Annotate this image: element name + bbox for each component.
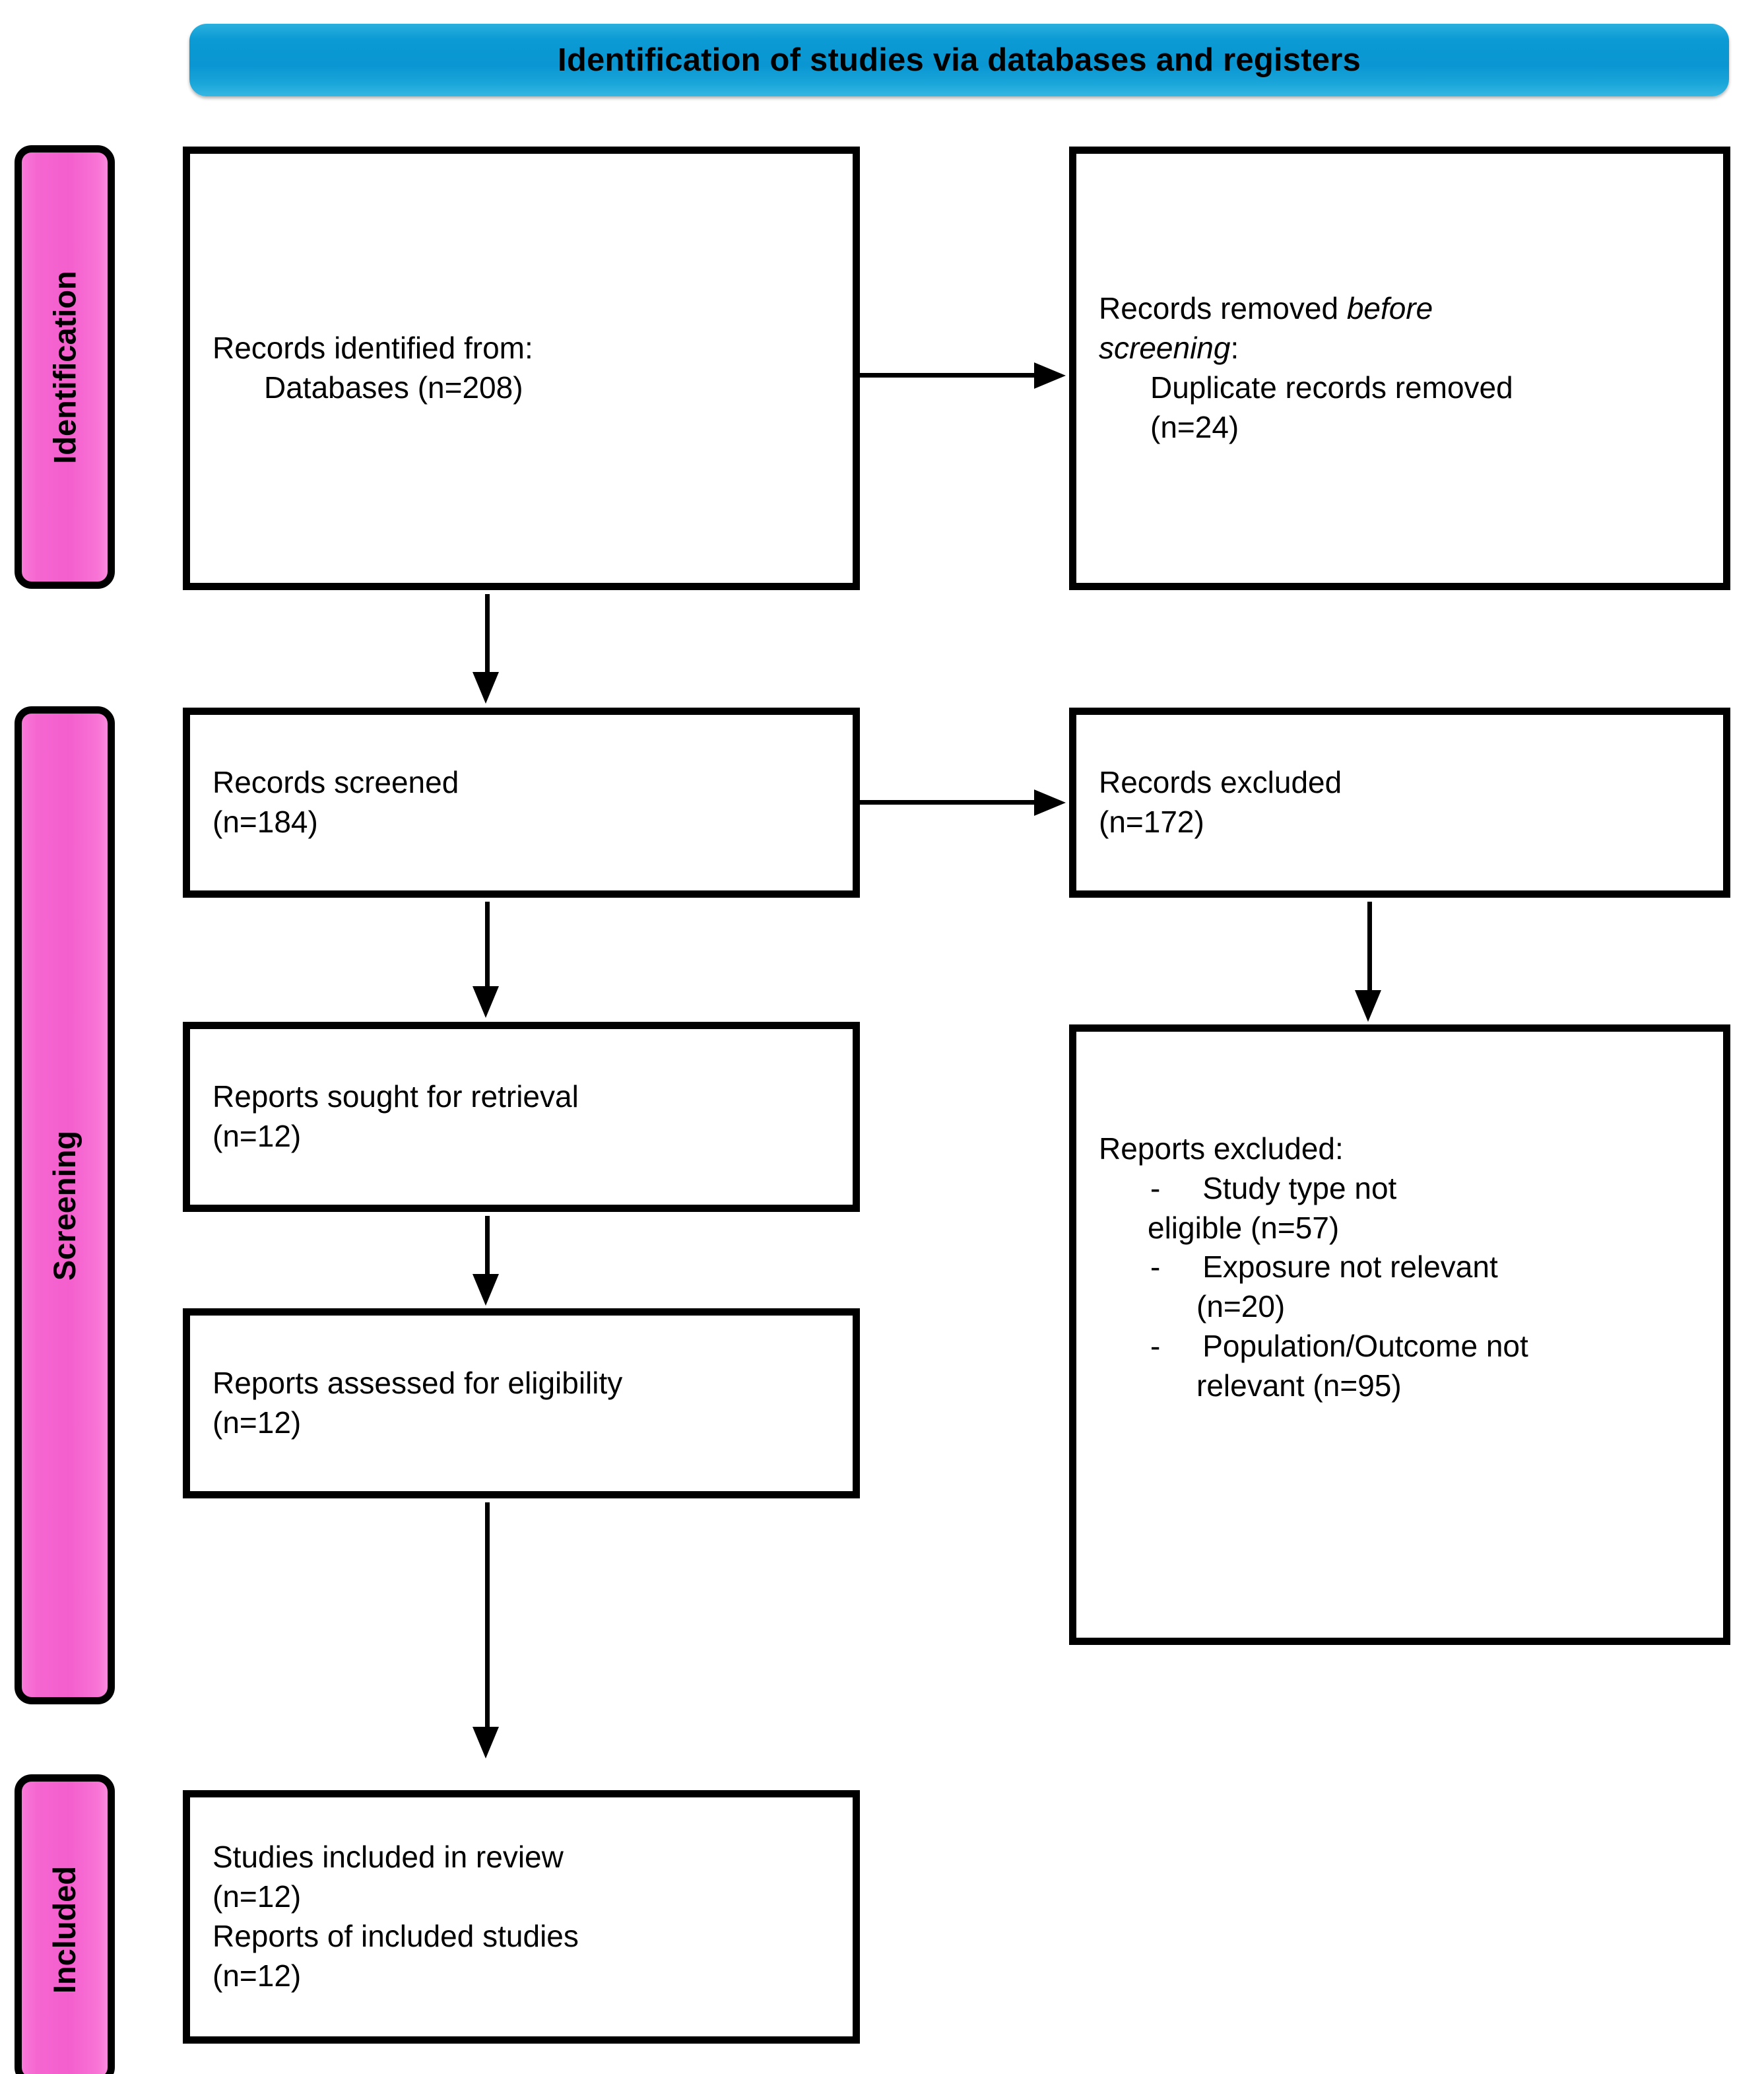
reports-sought-line1: Reports sought for retrieval	[212, 1079, 579, 1114]
reports-excluded-item3-cont: relevant (n=95)	[1196, 1368, 1402, 1403]
connector-identified-to-screened-arrow	[473, 672, 499, 704]
stage-label-included: Included	[15, 1774, 115, 2074]
box-reports-sought: Reports sought for retrieval (n=12)	[183, 1022, 860, 1212]
diagram-header-banner: Identification of studies via databases …	[189, 24, 1729, 96]
records-screened-line1: Records screened	[212, 765, 459, 800]
connector-screened-to-sought-line	[485, 902, 490, 989]
reports-excluded-item1-cont: eligible (n=57)	[1148, 1210, 1340, 1245]
connector-screened-to-sought-arrow	[473, 986, 499, 1018]
records-identified-line2: Databases (n=208)	[264, 370, 523, 405]
connector-sought-to-assessed-line	[485, 1216, 490, 1277]
reports-excluded-item2-text: Exposure not relevant	[1202, 1250, 1498, 1285]
records-removed-before-italic: before	[1346, 291, 1433, 326]
box-reports-excluded: Reports excluded: - Study type not eligi…	[1069, 1024, 1730, 1645]
stage-label-identification: Identification	[15, 145, 115, 589]
reports-excluded-item2-bullet: -	[1150, 1250, 1161, 1285]
studies-included-line3: Reports of included studies	[212, 1919, 579, 1953]
connector-identified-to-screened-line	[485, 594, 490, 675]
box-reports-assessed: Reports assessed for eligibility (n=12)	[183, 1308, 860, 1498]
stage-label-included-text: Included	[47, 1865, 82, 1993]
reports-excluded-item3-bullet: -	[1150, 1328, 1161, 1363]
reports-excluded-item3: - Population/Outcome not	[1099, 1327, 1701, 1366]
connector-assessed-to-included-line	[485, 1502, 490, 1729]
connector-screened-to-excluded-line	[860, 800, 1035, 805]
reports-assessed-line2: (n=12)	[212, 1405, 302, 1440]
box-studies-included: Studies included in review (n=12) Report…	[183, 1790, 860, 2044]
reports-excluded-item1-text: Study type not	[1202, 1170, 1397, 1205]
connector-sought-to-assessed-arrow	[473, 1274, 499, 1306]
records-identified-line1: Records identified from:	[212, 331, 533, 366]
connector-assessed-to-included-arrow	[473, 1727, 499, 1758]
records-removed-line1: Records removed before	[1099, 289, 1701, 329]
diagram-title: Identification of studies via databases …	[558, 42, 1361, 78]
connector-identified-to-removed-arrow	[1034, 362, 1066, 389]
records-removed-screening-italic: screening	[1099, 331, 1231, 366]
stage-label-screening-text: Screening	[47, 1130, 82, 1281]
connector-screened-to-excluded-arrow	[1034, 789, 1066, 816]
stage-label-screening: Screening	[15, 706, 115, 1704]
records-excluded-line2: (n=172)	[1099, 805, 1204, 839]
reports-excluded-item2-cont: (n=20)	[1196, 1289, 1286, 1324]
records-excluded-line1: Records excluded	[1099, 765, 1342, 800]
records-removed-line1-text: Records removed	[1099, 291, 1347, 326]
reports-excluded-item3-text: Population/Outcome not	[1202, 1328, 1528, 1363]
box-records-identified: Records identified from: Databases (n=20…	[183, 147, 860, 590]
records-removed-line3: Duplicate records removed	[1150, 370, 1513, 405]
studies-included-line1: Studies included in review	[212, 1840, 564, 1875]
studies-included-line2: (n=12)	[212, 1879, 302, 1914]
stage-label-identification-text: Identification	[47, 270, 82, 464]
reports-sought-line2: (n=12)	[212, 1119, 302, 1153]
records-removed-line2: screening:	[1099, 329, 1701, 368]
reports-excluded-item2: - Exposure not relevant	[1099, 1248, 1701, 1287]
box-records-screened: Records screened (n=184)	[183, 708, 860, 898]
box-records-excluded: Records excluded (n=172)	[1069, 708, 1730, 898]
reports-assessed-line1: Reports assessed for eligibility	[212, 1366, 623, 1401]
connector-excluded-to-reports-excluded-line	[1367, 902, 1372, 993]
reports-excluded-item1: - Study type not	[1099, 1169, 1701, 1209]
reports-excluded-item1-bullet: -	[1150, 1170, 1161, 1205]
records-removed-colon: :	[1230, 331, 1239, 366]
connector-identified-to-removed-line	[860, 373, 1035, 378]
connector-excluded-to-reports-excluded-arrow	[1355, 990, 1381, 1022]
box-records-removed: Records removed before screening: Duplic…	[1069, 147, 1730, 590]
studies-included-line4: (n=12)	[212, 1958, 302, 1993]
records-removed-line4: (n=24)	[1150, 409, 1239, 444]
records-screened-line2: (n=184)	[212, 805, 318, 839]
reports-excluded-title: Reports excluded:	[1099, 1131, 1344, 1166]
